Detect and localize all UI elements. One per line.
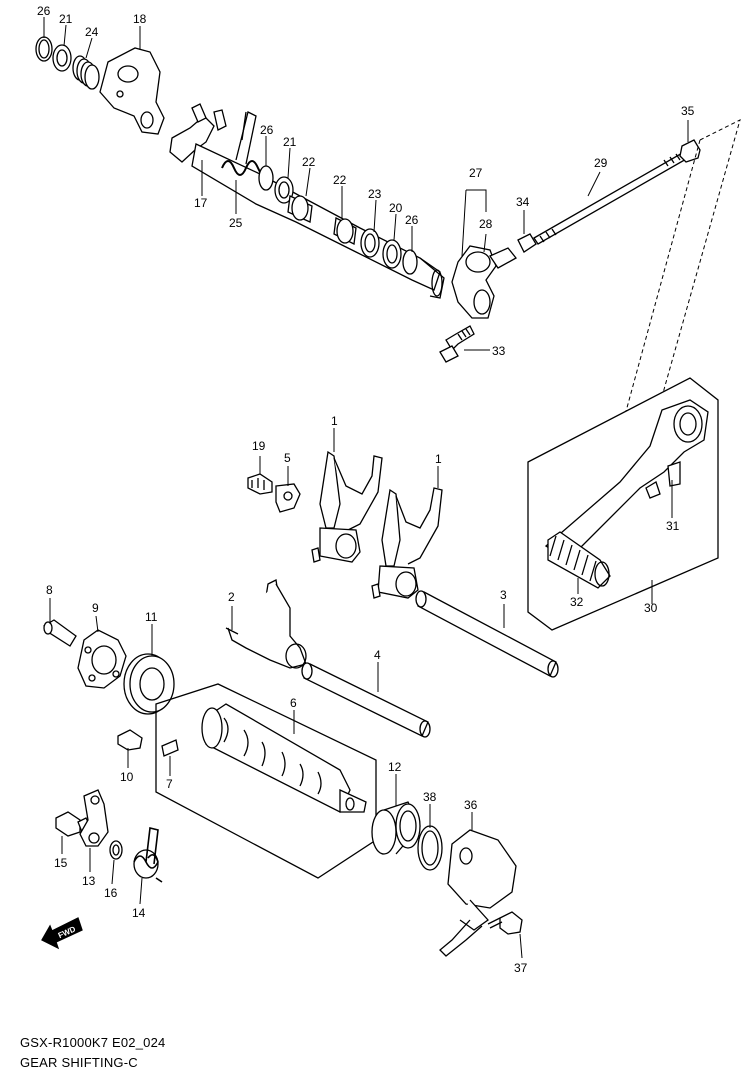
part-36-gear-position-switch bbox=[439, 829, 517, 957]
part-18-shift-arm-stopper bbox=[99, 47, 165, 135]
part-12-needle-bearing bbox=[371, 801, 421, 855]
callout-38: 38 bbox=[423, 790, 437, 804]
callout-18: 18 bbox=[133, 12, 147, 26]
part-37-screw bbox=[487, 911, 523, 935]
callout-26: 26 bbox=[37, 4, 51, 18]
callout-28: 28 bbox=[479, 217, 493, 231]
callout-23: 23 bbox=[368, 187, 382, 201]
part-9-cam-plate bbox=[77, 629, 127, 689]
callout-7: 7 bbox=[166, 777, 173, 791]
part-16-washer bbox=[109, 840, 123, 860]
part-20-washer bbox=[382, 239, 402, 269]
callout-3: 3 bbox=[500, 588, 507, 602]
part-31-pivot-bolt bbox=[645, 481, 661, 499]
part-1-shift-fork-b bbox=[371, 487, 443, 599]
callout-8: 8 bbox=[46, 583, 53, 597]
part-6-shift-drum bbox=[201, 703, 367, 813]
callout-32: 32 bbox=[570, 595, 584, 609]
diagram-title: GEAR SHIFTING-C bbox=[20, 1055, 138, 1070]
callout-16: 16 bbox=[104, 886, 118, 900]
callout-37: 37 bbox=[514, 961, 528, 975]
part-2-shift-fork-c bbox=[225, 579, 307, 669]
callout-26: 26 bbox=[260, 123, 274, 137]
callout-1: 1 bbox=[435, 452, 442, 466]
callout-4: 4 bbox=[374, 648, 381, 662]
part-13-stopper-arm bbox=[79, 789, 109, 847]
callout-27: 27 bbox=[469, 166, 483, 180]
part-32-footpeg-rubber bbox=[547, 531, 611, 589]
callout-33: 33 bbox=[492, 344, 506, 358]
part-8-pin bbox=[43, 619, 77, 647]
callout-17: 17 bbox=[194, 196, 208, 210]
part-23-seal bbox=[360, 228, 380, 258]
part-11-bearing bbox=[123, 653, 175, 715]
callout-30: 30 bbox=[644, 601, 658, 615]
part-33-bolt bbox=[439, 325, 475, 363]
callout-15: 15 bbox=[54, 856, 68, 870]
part-14-spring bbox=[133, 827, 163, 883]
callout-6: 6 bbox=[290, 696, 297, 710]
callout-5: 5 bbox=[284, 451, 291, 465]
callout-1: 1 bbox=[331, 414, 338, 428]
callout-20: 20 bbox=[389, 201, 403, 215]
part-28-ball-joint bbox=[489, 247, 517, 269]
callout-35: 35 bbox=[681, 104, 695, 118]
part-34-nut bbox=[517, 233, 537, 253]
callout-24: 24 bbox=[85, 25, 99, 39]
callout-22: 22 bbox=[333, 173, 347, 187]
part-19-bolt bbox=[247, 473, 273, 495]
callout-31: 31 bbox=[666, 519, 680, 533]
part-22-bushing-a bbox=[287, 195, 313, 223]
callout-13: 13 bbox=[82, 874, 96, 888]
linkage-guide-lines bbox=[609, 119, 741, 511]
callout-26: 26 bbox=[405, 213, 419, 227]
callout-2: 2 bbox=[228, 590, 235, 604]
diagram-code: GSX-R1000K7 E02_024 bbox=[20, 1035, 166, 1050]
callout-29: 29 bbox=[594, 156, 608, 170]
part-22-bushing-b bbox=[333, 217, 357, 245]
callout-34: 34 bbox=[516, 195, 530, 209]
part-30-gearshift-lever bbox=[544, 399, 709, 561]
callout-11: 11 bbox=[145, 610, 158, 624]
part-24-spring bbox=[72, 55, 100, 90]
part-35-nut bbox=[679, 139, 701, 163]
callout-19: 19 bbox=[252, 439, 266, 453]
callout-25: 25 bbox=[229, 216, 243, 230]
part-27-shift-link-arm bbox=[451, 245, 497, 319]
part-5-washer bbox=[275, 483, 301, 513]
part-38-o-ring bbox=[417, 825, 443, 871]
part-21-washer bbox=[52, 44, 72, 72]
callout-14: 14 bbox=[132, 906, 146, 920]
callout-22: 22 bbox=[302, 155, 316, 169]
callout-21: 21 bbox=[59, 12, 73, 26]
callout-10: 10 bbox=[120, 770, 134, 784]
part-26-circlip-c bbox=[402, 249, 418, 275]
part-4-fork-shaft bbox=[301, 662, 431, 738]
callout-36: 36 bbox=[464, 798, 478, 812]
callout-9: 9 bbox=[92, 601, 99, 615]
part-7-pin bbox=[161, 739, 179, 757]
part-10-bolt bbox=[117, 729, 143, 751]
part-1-shift-fork-a bbox=[311, 450, 383, 563]
part-26-circlip bbox=[35, 36, 53, 62]
part-3-fork-shaft bbox=[415, 590, 559, 678]
part-21-washer-b bbox=[274, 176, 294, 204]
callout-12: 12 bbox=[388, 760, 402, 774]
leader-lines bbox=[43, 17, 689, 959]
fwd-arrow-icon bbox=[41, 917, 83, 950]
part-29-shift-rod bbox=[533, 151, 689, 245]
callout-21: 21 bbox=[283, 135, 297, 149]
part-26-circlip-b bbox=[258, 165, 274, 191]
